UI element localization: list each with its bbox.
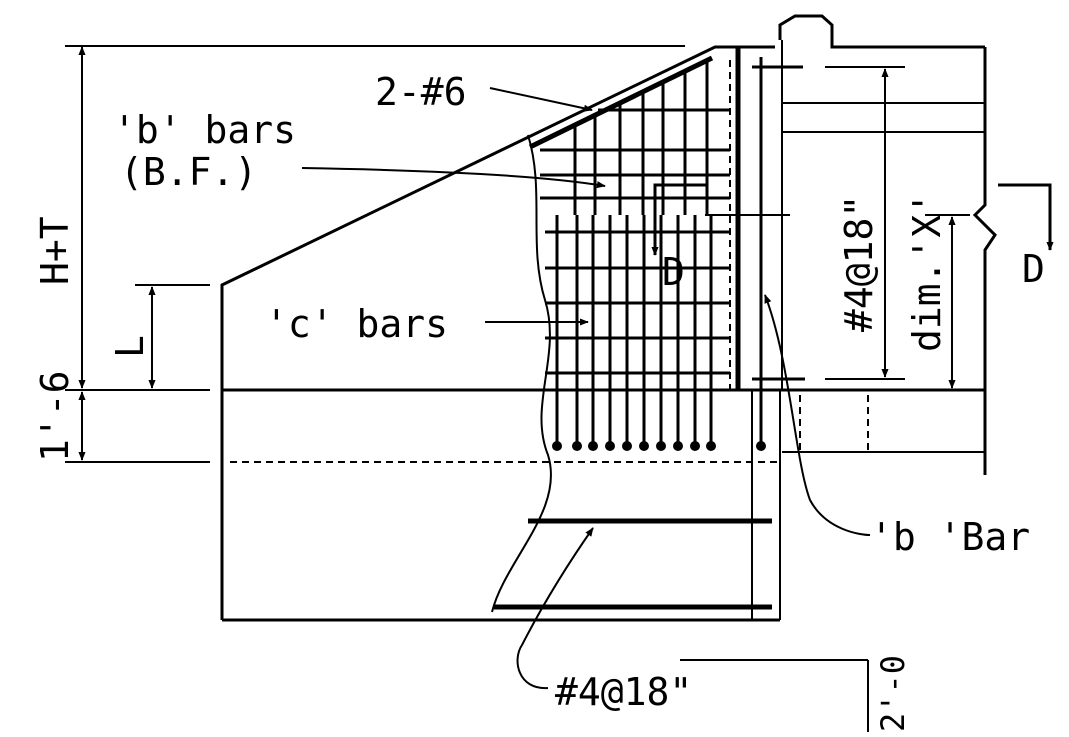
section-marker-left [651,183,708,256]
label-1-6: 1'-6 [33,370,77,462]
footing-bars [494,518,772,610]
label-2-0: 2'-0 [874,655,912,732]
abutment-structure [778,14,997,475]
label-b-bar-right: 'b 'Bar [870,515,1030,559]
label-c-bars: 'c' bars [265,302,448,346]
top-bars-2-no6 [528,55,714,150]
dimension-lines [65,45,970,732]
leader-lines [301,87,871,690]
wall-outline [220,40,783,622]
label-l: L [108,335,152,358]
b-bars-grid [540,60,730,215]
label-2-no6: 2-#6 [375,70,467,114]
label-bf: (B.F.) [120,150,257,194]
section-marker-right [998,183,1054,251]
end-face-bars [729,47,805,451]
label-b-bars: 'b' bars [113,108,296,152]
label-h-plus-t: H+T [33,216,77,285]
label-section-d-right: D [1022,247,1045,291]
label-no4-at-18-bottom: #4@18" [555,670,692,714]
label-section-d-left: D [662,250,685,294]
label-no4-at-18-vertical: #4@18" [837,195,881,332]
break-line [491,134,552,613]
c-bars-grid [545,215,730,451]
label-dim-x: dim.'X' [905,192,949,352]
